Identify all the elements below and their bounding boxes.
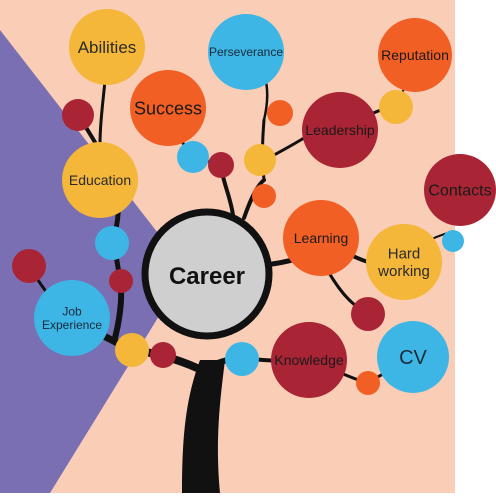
abilities-label: Abilities xyxy=(78,38,137,57)
node-perseverance: Perseverance xyxy=(208,14,284,90)
cv-circle xyxy=(377,321,449,393)
job-experience-circle xyxy=(34,280,110,356)
connector-dot xyxy=(244,144,276,176)
career-hub: Career xyxy=(141,208,273,340)
success-label: Success xyxy=(134,98,202,118)
career-label: Career xyxy=(169,263,245,290)
node-education: Education xyxy=(62,142,138,218)
leadership-label: Leadership xyxy=(305,122,374,138)
connector-dot xyxy=(12,249,46,283)
connector-dot xyxy=(356,371,380,395)
job-experience-label-line: Job xyxy=(62,304,82,318)
node-knowledge: Knowledge xyxy=(271,322,347,398)
connector-dot xyxy=(95,226,129,260)
knowledge-label-line: Knowledge xyxy=(274,352,343,368)
connector-dot xyxy=(177,141,209,173)
reputation-label-line: Reputation xyxy=(381,47,449,63)
reputation-circle xyxy=(378,18,452,92)
perseverance-label-line: Perseverance xyxy=(209,45,283,59)
hard-working-label-line: working xyxy=(377,263,430,280)
education-circle xyxy=(62,142,138,218)
contacts-label-line: Contacts xyxy=(428,183,491,200)
topic-nodes: Abilities Perseverance Reputation Succes… xyxy=(34,9,496,398)
abilities-label-line: Abilities xyxy=(78,38,137,57)
knowledge-circle xyxy=(271,322,347,398)
node-leadership: Leadership xyxy=(302,92,378,168)
knowledge-label: Knowledge xyxy=(274,352,343,368)
connector-dot xyxy=(267,100,293,126)
education-label-line: Education xyxy=(69,172,131,188)
reputation-label: Reputation xyxy=(381,47,449,63)
cv-label: CV xyxy=(399,347,427,369)
learning-label: Learning xyxy=(294,230,349,246)
cv-label-line: CV xyxy=(399,347,427,369)
connector-dot xyxy=(252,184,276,208)
perseverance-circle xyxy=(208,14,284,90)
job-experience-label-line: Experience xyxy=(42,318,102,332)
node-contacts: Contacts xyxy=(424,154,496,226)
hard-working-label-line: Hard xyxy=(388,246,421,263)
connector-dot xyxy=(442,230,464,252)
contacts-label: Contacts xyxy=(428,183,491,200)
connector-dot xyxy=(351,297,385,331)
success-label-line: Success xyxy=(134,98,202,118)
education-label: Education xyxy=(69,172,131,188)
success-circle xyxy=(130,70,206,146)
learning-label-line: Learning xyxy=(294,230,349,246)
node-abilities: Abilities xyxy=(69,9,145,85)
connector-dot xyxy=(109,269,133,293)
connector-dot xyxy=(379,90,413,124)
connector-dot xyxy=(225,342,259,376)
connector-dot xyxy=(115,333,149,367)
perseverance-label: Perseverance xyxy=(209,45,283,59)
purple-triangle xyxy=(0,30,175,493)
node-cv: CV xyxy=(377,321,449,393)
node-reputation: Reputation xyxy=(378,18,452,92)
learning-circle xyxy=(283,200,359,276)
connector-dot xyxy=(208,152,234,178)
leadership-label-line: Leadership xyxy=(305,122,374,138)
contacts-circle xyxy=(424,154,496,226)
hard-working-circle xyxy=(366,224,442,300)
connector-dots xyxy=(12,90,464,395)
abilities-circle xyxy=(69,9,145,85)
connector-dot xyxy=(62,99,94,131)
trunk xyxy=(182,360,225,493)
node-success: Success xyxy=(130,70,206,146)
node-learning: Learning xyxy=(283,200,359,276)
leadership-circle xyxy=(302,92,378,168)
connector-dot xyxy=(150,342,176,368)
